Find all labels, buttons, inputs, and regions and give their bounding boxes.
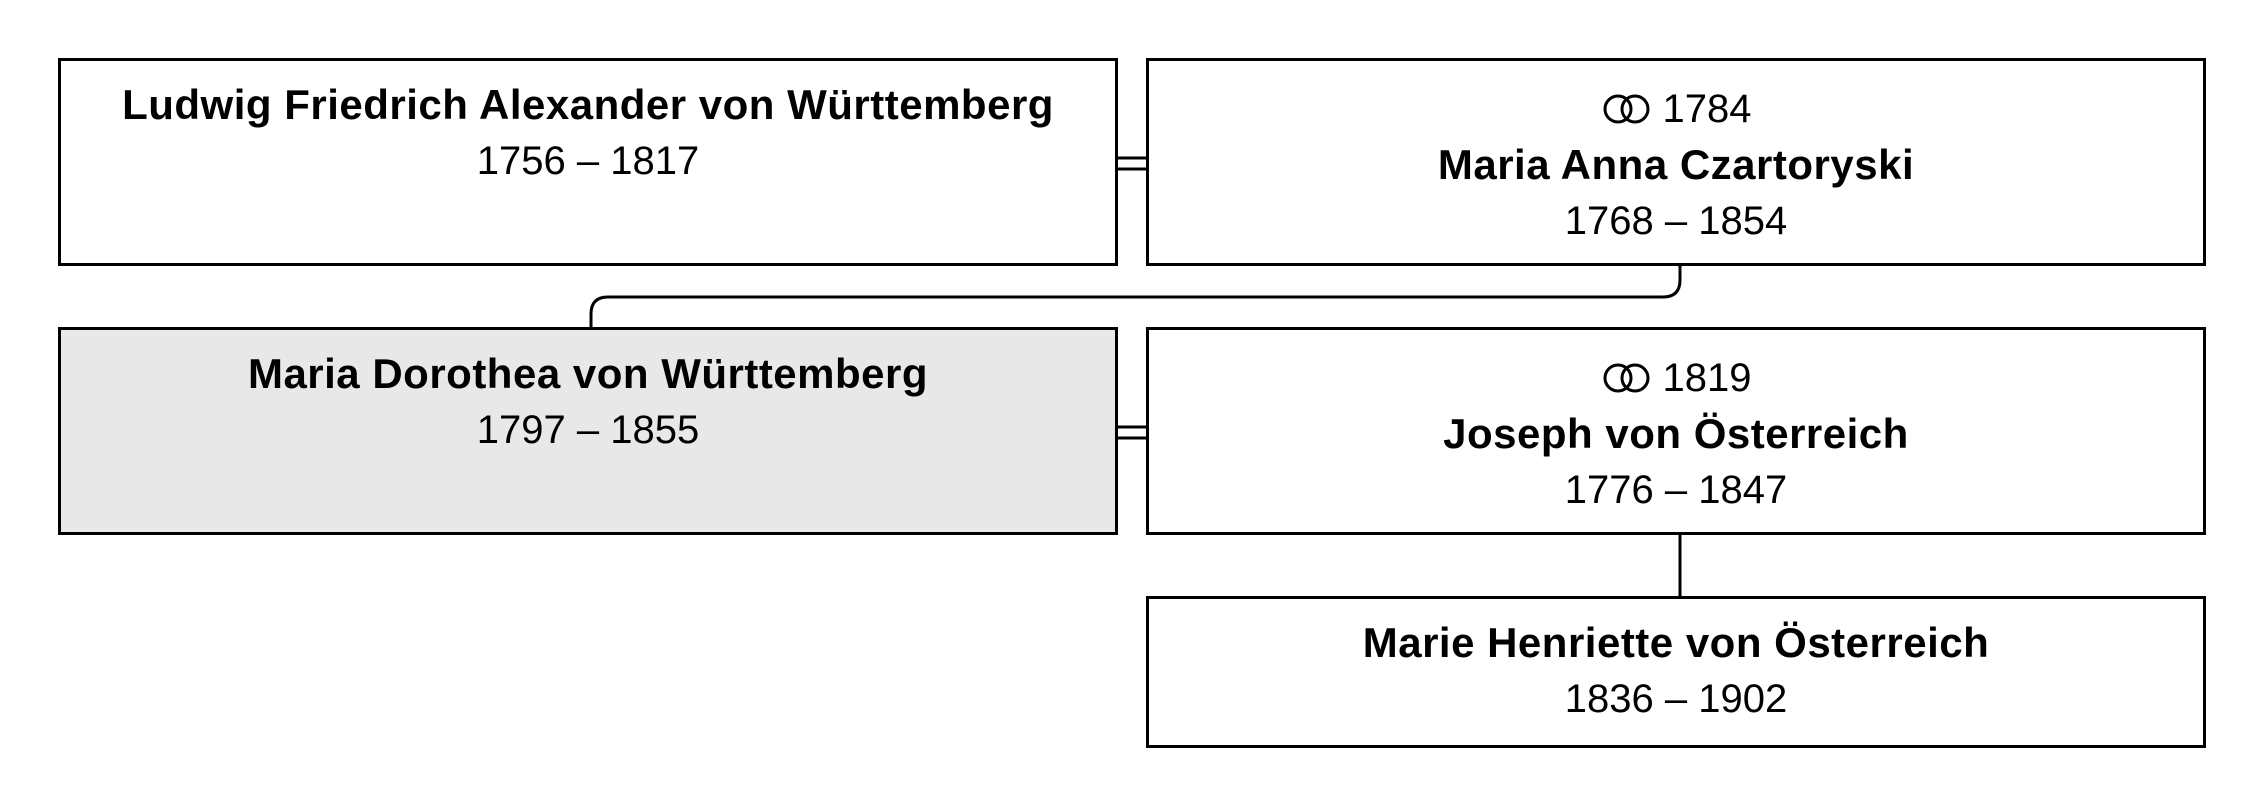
person-name: Maria Dorothea von Württemberg (247, 350, 929, 397)
person-dates: 1776 – 1847 (1564, 468, 1788, 512)
person-name: Maria Anna Czartoryski (1437, 141, 1915, 188)
person-box-joseph[interactable]: 1819 Joseph von Österreich 1776 – 1847 (1146, 327, 2206, 535)
wedding-rings-icon (1601, 361, 1653, 395)
person-name: Ludwig Friedrich Alexander von Württembe… (122, 81, 1054, 128)
wedding-rings-icon (1601, 92, 1653, 126)
person-dates: 1768 – 1854 (1564, 199, 1788, 243)
person-box-ludwig[interactable]: Ludwig Friedrich Alexander von Württembe… (58, 58, 1118, 266)
person-box-maria-dorothea[interactable]: Maria Dorothea von Württemberg 1797 – 18… (58, 327, 1118, 535)
marriage-year: 1784 (1662, 87, 1752, 131)
person-dates: 1836 – 1902 (1564, 677, 1788, 721)
person-dates: 1797 – 1855 (476, 408, 700, 452)
marriage-info: 1784 (1149, 81, 2203, 137)
person-dates: 1756 – 1817 (476, 139, 700, 183)
person-box-maria-anna[interactable]: 1784 Maria Anna Czartoryski 1768 – 1854 (1146, 58, 2206, 266)
marriage-connector-1819 (1114, 425, 1148, 440)
person-box-marie-henriette[interactable]: Marie Henriette von Österreich 1836 – 19… (1146, 596, 2206, 748)
marriage-connector-1784 (1114, 156, 1148, 171)
person-name: Joseph von Österreich (1443, 410, 1909, 457)
person-name: Marie Henriette von Österreich (1362, 619, 1990, 666)
marriage-info: 1819 (1149, 350, 2203, 406)
descent-connector-maria-dorothea (589, 265, 1682, 328)
marriage-year: 1819 (1662, 356, 1752, 400)
